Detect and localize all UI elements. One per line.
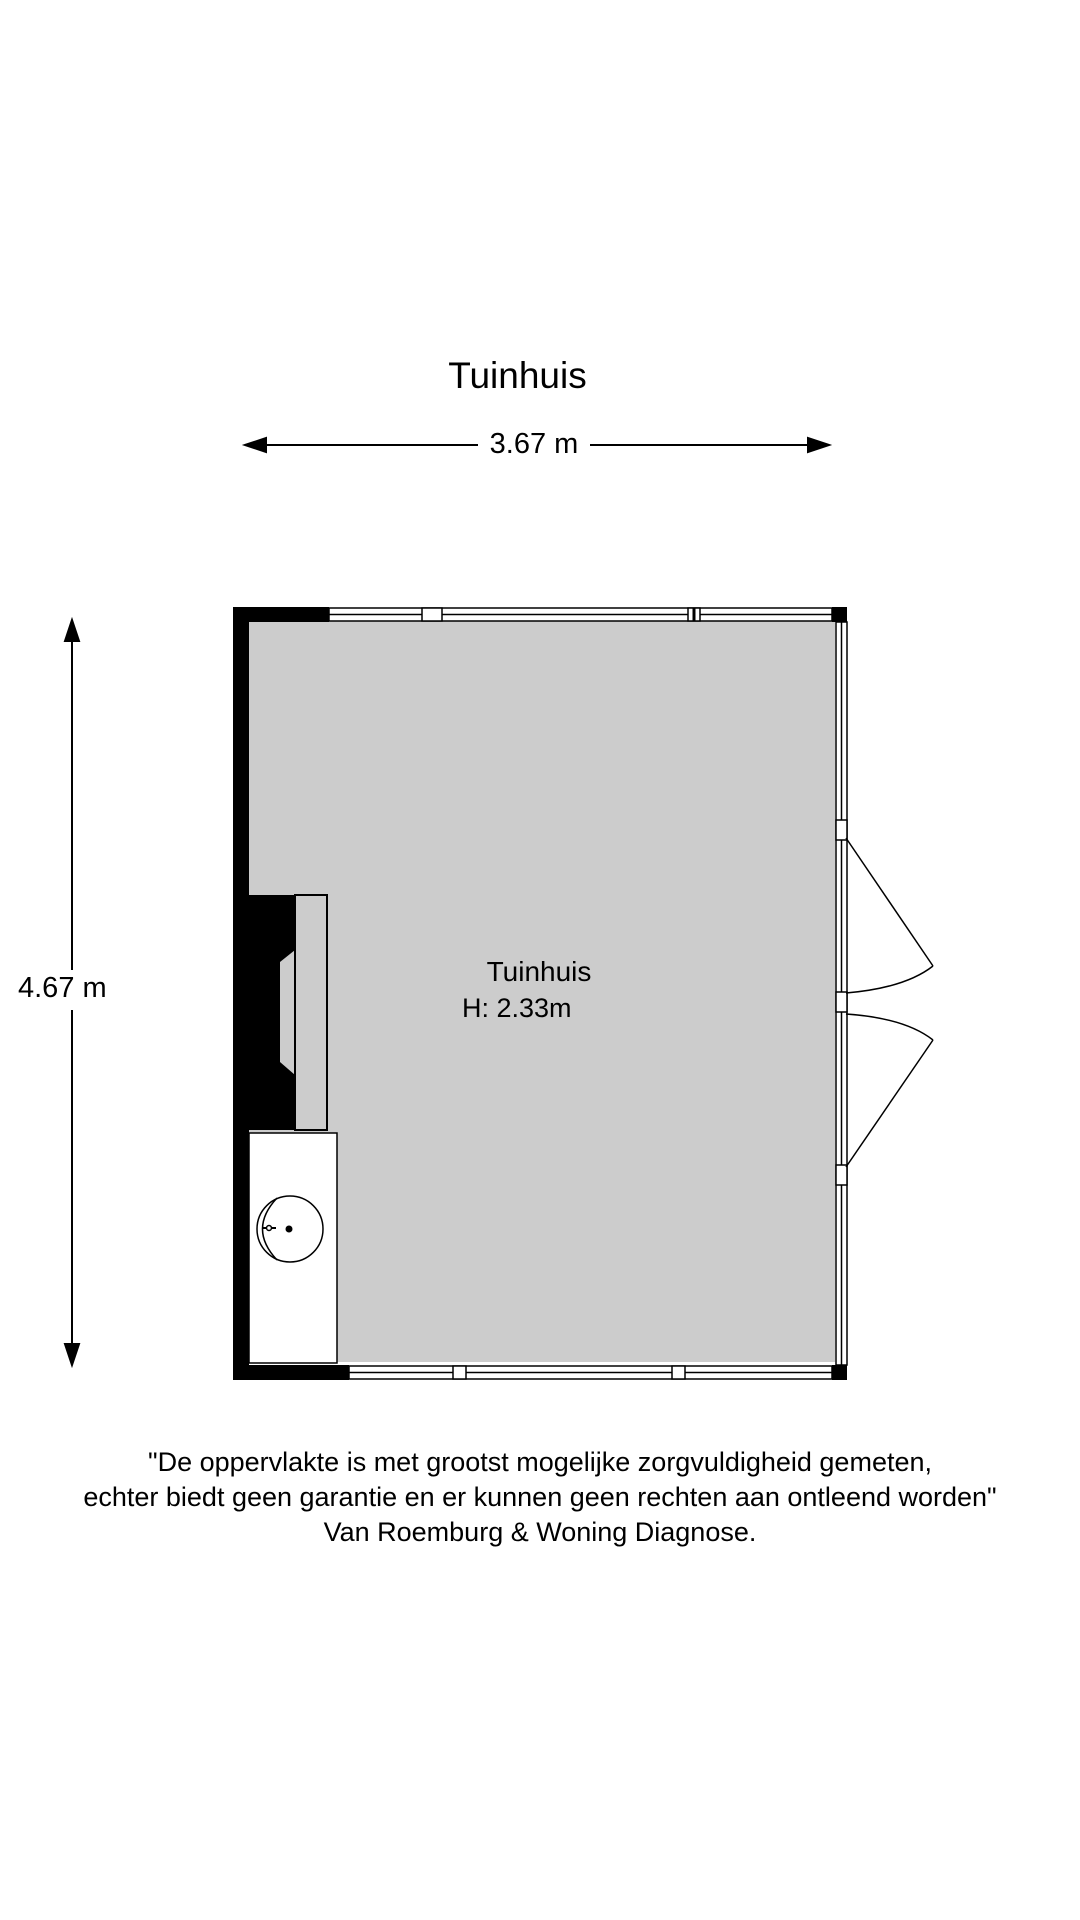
left-wall	[233, 607, 249, 1380]
corner-post-top-right	[832, 607, 847, 622]
floor-area	[248, 620, 835, 1362]
bottom-left-wall	[233, 1365, 349, 1380]
sink-drain	[285, 1225, 293, 1233]
right-window-wall	[835, 621, 848, 1366]
depth-dimension-label: 4.67 m	[18, 971, 107, 1005]
disclaimer-line-3: Van Roemburg & Woning Diagnose.	[323, 1517, 757, 1547]
width-dimension-label: 3.67 m	[478, 427, 590, 461]
room-name: Tuinhuis	[486, 956, 592, 987]
disclaimer-line-1: "De oppervlakte is met grootst mogelijke…	[148, 1447, 932, 1477]
stove-unit	[294, 894, 328, 1131]
top-window-wall	[328, 607, 833, 622]
depth-dimension-line	[63, 616, 81, 1369]
plan-title: Tuinhuis	[448, 355, 587, 396]
room-height: H: 2.33m	[462, 993, 572, 1023]
sink-tap	[261, 1197, 278, 1261]
bottom-window-wall	[348, 1365, 833, 1380]
door-lower-swing	[845, 1013, 934, 1168]
disclaimer-line-2: echter biedt geen garantie en er kunnen …	[83, 1482, 997, 1512]
door-upper-swing	[845, 837, 934, 994]
tap-knob	[265, 1224, 273, 1232]
disclaimer: "De oppervlakte is met grootst mogelijke…	[0, 1445, 1080, 1550]
wall-niche	[249, 895, 295, 1130]
top-left-wall	[233, 607, 329, 622]
width-dimension-line	[241, 436, 833, 454]
corner-post-bottom-right	[832, 1365, 847, 1380]
